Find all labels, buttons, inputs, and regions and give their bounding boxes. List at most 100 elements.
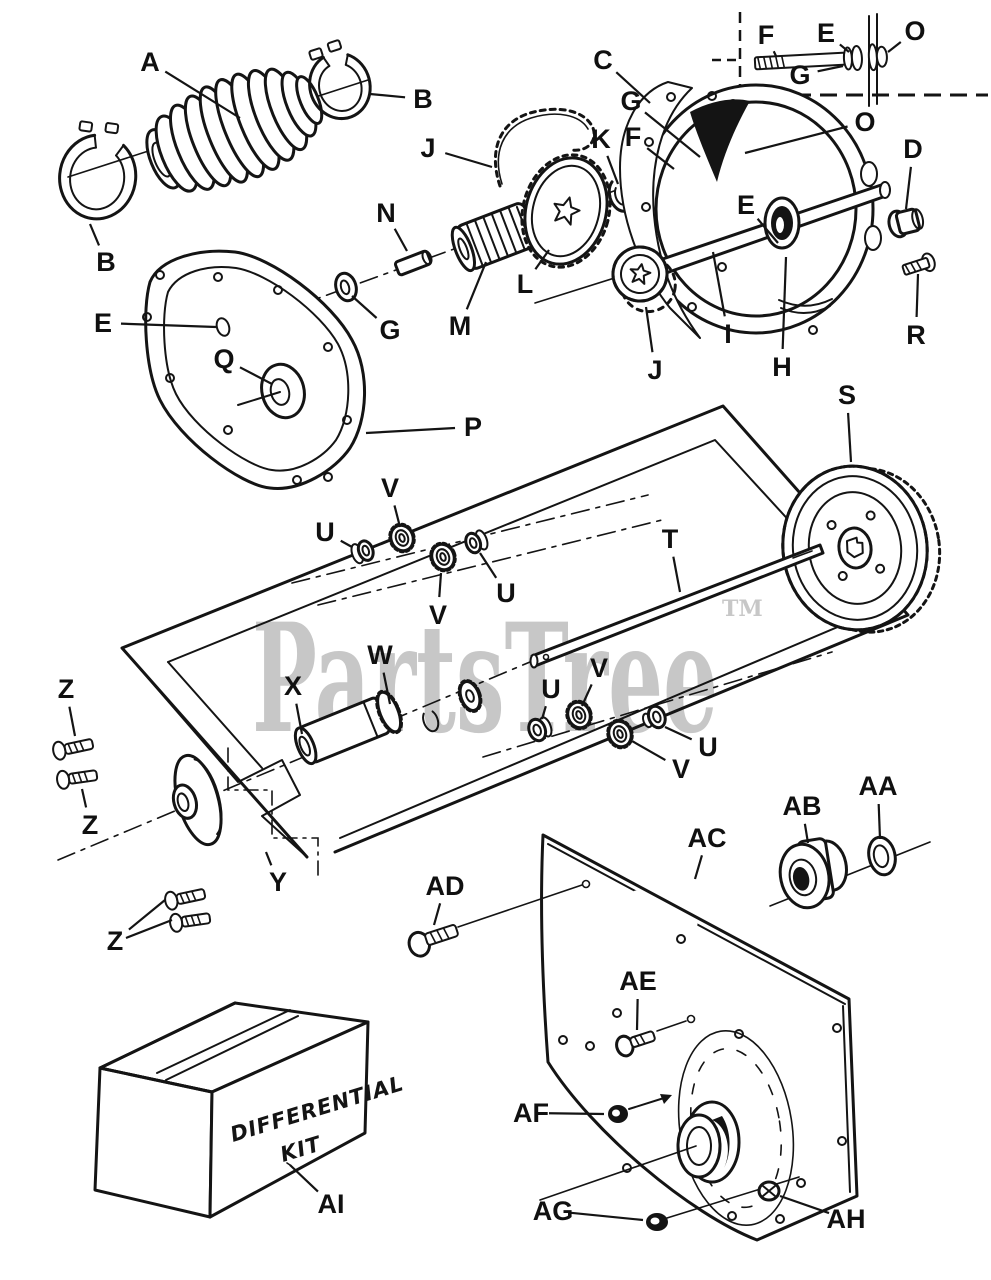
callout-leader-V <box>393 505 402 528</box>
callout-leader-Z <box>68 706 77 737</box>
callout-leader-B <box>369 92 406 99</box>
part-bushing-ab <box>778 837 848 910</box>
callout-label-J: J <box>420 133 435 163</box>
callout-label-Z: Z <box>107 926 124 956</box>
callout-label-D: D <box>903 134 923 164</box>
callout-leader-U <box>664 726 693 741</box>
callout-label-K: K <box>591 124 611 154</box>
callout-label-V: V <box>429 600 447 630</box>
inset-axle-bolt <box>753 13 888 107</box>
callout-label-A: A <box>140 47 160 77</box>
callout-leader-G <box>351 295 378 319</box>
panel-hub <box>676 1100 741 1184</box>
callout-label-F: F <box>625 122 642 152</box>
part-sprocket-l <box>520 153 612 269</box>
part-nut-v4 <box>606 718 634 750</box>
part-bolt-ad <box>407 879 591 958</box>
callout-label-AD: AD <box>426 871 465 901</box>
callout-leader-I <box>711 251 726 317</box>
callout-leader-AG <box>570 1211 644 1222</box>
callout-leader-L <box>534 249 550 270</box>
callout-leader-N <box>393 228 408 252</box>
part-boot-a <box>145 67 324 193</box>
callout-label-B: B <box>96 247 116 277</box>
callout-leader-AA <box>877 803 882 840</box>
part-bolt-ae <box>615 1014 696 1058</box>
callout-leader-D <box>904 166 913 210</box>
callout-leader-E <box>120 322 217 329</box>
bracket-y-outline <box>227 747 319 879</box>
callout-leader-AE <box>635 998 639 1031</box>
callout-label-AH: AH <box>827 1204 866 1234</box>
callout-leader-H <box>781 256 788 350</box>
callout-label-C: C <box>593 45 613 75</box>
callout-label-O: O <box>854 107 875 137</box>
part-bolt-r <box>901 252 936 276</box>
housing-flange <box>619 81 701 339</box>
callout-leader-S <box>846 412 853 463</box>
callout-leader-O <box>744 125 848 155</box>
callout-leader-V <box>438 572 443 598</box>
callout-leader-C <box>615 71 651 104</box>
callout-label-X: X <box>284 671 302 701</box>
callout-leader-F <box>772 50 777 57</box>
part-roller-x <box>293 689 403 766</box>
part-pin-n <box>393 249 433 277</box>
callout-label-G: G <box>379 315 400 345</box>
callout-leader-G <box>817 64 844 73</box>
callout-leader-B <box>88 223 101 246</box>
part-plug-d <box>887 207 925 239</box>
part-bolt-ah <box>757 1180 781 1202</box>
callout-leader-U <box>540 705 547 720</box>
callout-label-N: N <box>376 198 396 228</box>
callout-leader-T <box>672 556 682 593</box>
callout-label-Z: Z <box>82 810 99 840</box>
callout-leader-P <box>365 426 456 435</box>
callout-leader-G <box>644 111 701 158</box>
callout-label-F: F <box>758 20 775 50</box>
callout-leader-R <box>915 273 920 318</box>
callout-label-E: E <box>94 308 112 338</box>
callout-leader-J <box>444 152 493 169</box>
callout-label-P: P <box>464 412 482 442</box>
part-panel-ac <box>539 833 859 1242</box>
callout-label-AA: AA <box>859 771 898 801</box>
part-nut-v1 <box>388 522 416 554</box>
part-nut-v3 <box>565 699 593 731</box>
part-clamp-b2 <box>58 120 138 221</box>
callout-label-AC: AC <box>688 823 727 853</box>
part-chain-j <box>494 107 596 188</box>
callout-label-V: V <box>590 653 608 683</box>
callout-leader-W <box>382 672 392 705</box>
callout-label-V: V <box>672 754 690 784</box>
callout-label-B: B <box>413 84 433 114</box>
part-snap-ring <box>422 710 440 733</box>
callout-leader-V <box>580 683 593 707</box>
callout-leader-Y <box>264 851 273 866</box>
callout-leader-F <box>646 147 675 170</box>
part-nut-u2 <box>464 529 489 555</box>
callout-label-U: U <box>541 674 561 704</box>
part-bearing-e <box>763 196 801 250</box>
part-plate-p <box>142 249 367 490</box>
callout-leader-O <box>887 41 902 53</box>
part-roller-m <box>450 202 539 273</box>
callout-leader-K <box>606 155 620 185</box>
part-nut-v2 <box>429 541 457 573</box>
callout-leader-E <box>756 218 779 244</box>
callout-label-W: W <box>367 640 393 670</box>
callout-leader-AB <box>803 823 810 844</box>
callout-label-U: U <box>496 578 516 608</box>
callout-label-S: S <box>838 380 856 410</box>
part-gear-small <box>457 679 483 713</box>
callout-leader-U <box>479 552 498 579</box>
callout-leader-U <box>340 539 353 548</box>
callout-leader-V <box>631 740 666 762</box>
callout-leader-X <box>295 703 304 735</box>
part-shaft-t <box>529 543 825 669</box>
callout-label-O: O <box>904 16 925 46</box>
callout-leader-Z <box>128 899 166 931</box>
part-washer-aa <box>867 835 897 877</box>
